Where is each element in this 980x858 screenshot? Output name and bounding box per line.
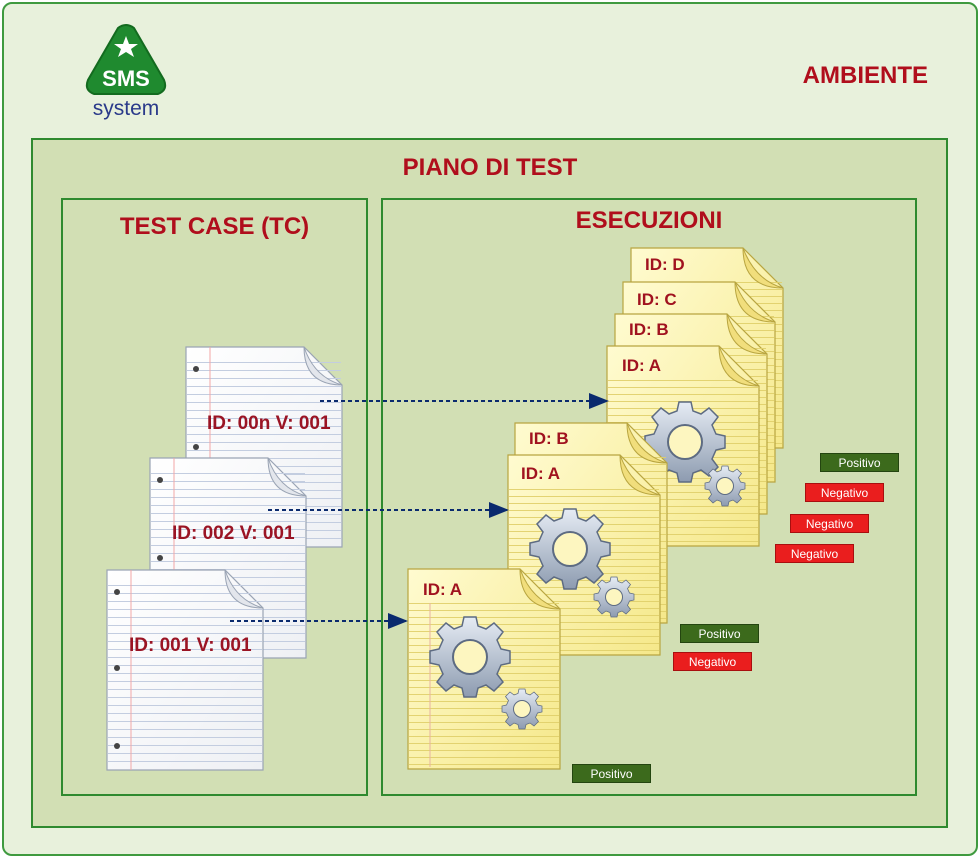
execution-label-b: ID: B <box>529 429 569 448</box>
result-negativo: Negativo <box>805 483 884 502</box>
result-negativo: Negativo <box>775 544 854 563</box>
test-case-doc-1 <box>106 569 264 771</box>
sms-logo: SMS system <box>85 24 167 120</box>
execution-doc-a <box>407 568 561 770</box>
test-case-area <box>61 198 368 796</box>
logo-mark-text: SMS <box>102 66 150 91</box>
result-positivo: Positivo <box>572 764 651 783</box>
esecuzioni-title: ESECUZIONI <box>575 207 723 234</box>
star-icon <box>114 36 138 57</box>
execution-label-a: ID: A <box>423 580 463 599</box>
execution-label-a: ID: A <box>622 356 662 375</box>
result-negativo: Negativo <box>790 514 869 533</box>
execution-label-b: ID: B <box>629 320 669 339</box>
execution-label-c: ID: C <box>637 290 677 309</box>
result-positivo: Positivo <box>680 624 759 643</box>
execution-label-d: ID: D <box>645 255 685 274</box>
test-case-title: TEST CASE (TC) <box>119 213 310 240</box>
test-case-label-1: ID: 001 V: 001 <box>129 635 252 656</box>
piano-title: PIANO DI TEST <box>402 154 578 181</box>
execution-label-a: ID: A <box>521 464 561 483</box>
result-positivo: Positivo <box>820 453 899 472</box>
execution-doc-a <box>606 345 760 547</box>
esecuzioni-area <box>381 198 917 796</box>
result-negativo: Negativo <box>673 652 752 671</box>
test-case-label-2: ID: 002 V: 001 <box>172 523 295 544</box>
test-case-label-3: ID: 00n V: 001 <box>207 413 331 434</box>
logo-word-text: system <box>93 97 160 120</box>
ambiente-title: AMBIENTE <box>802 62 928 89</box>
